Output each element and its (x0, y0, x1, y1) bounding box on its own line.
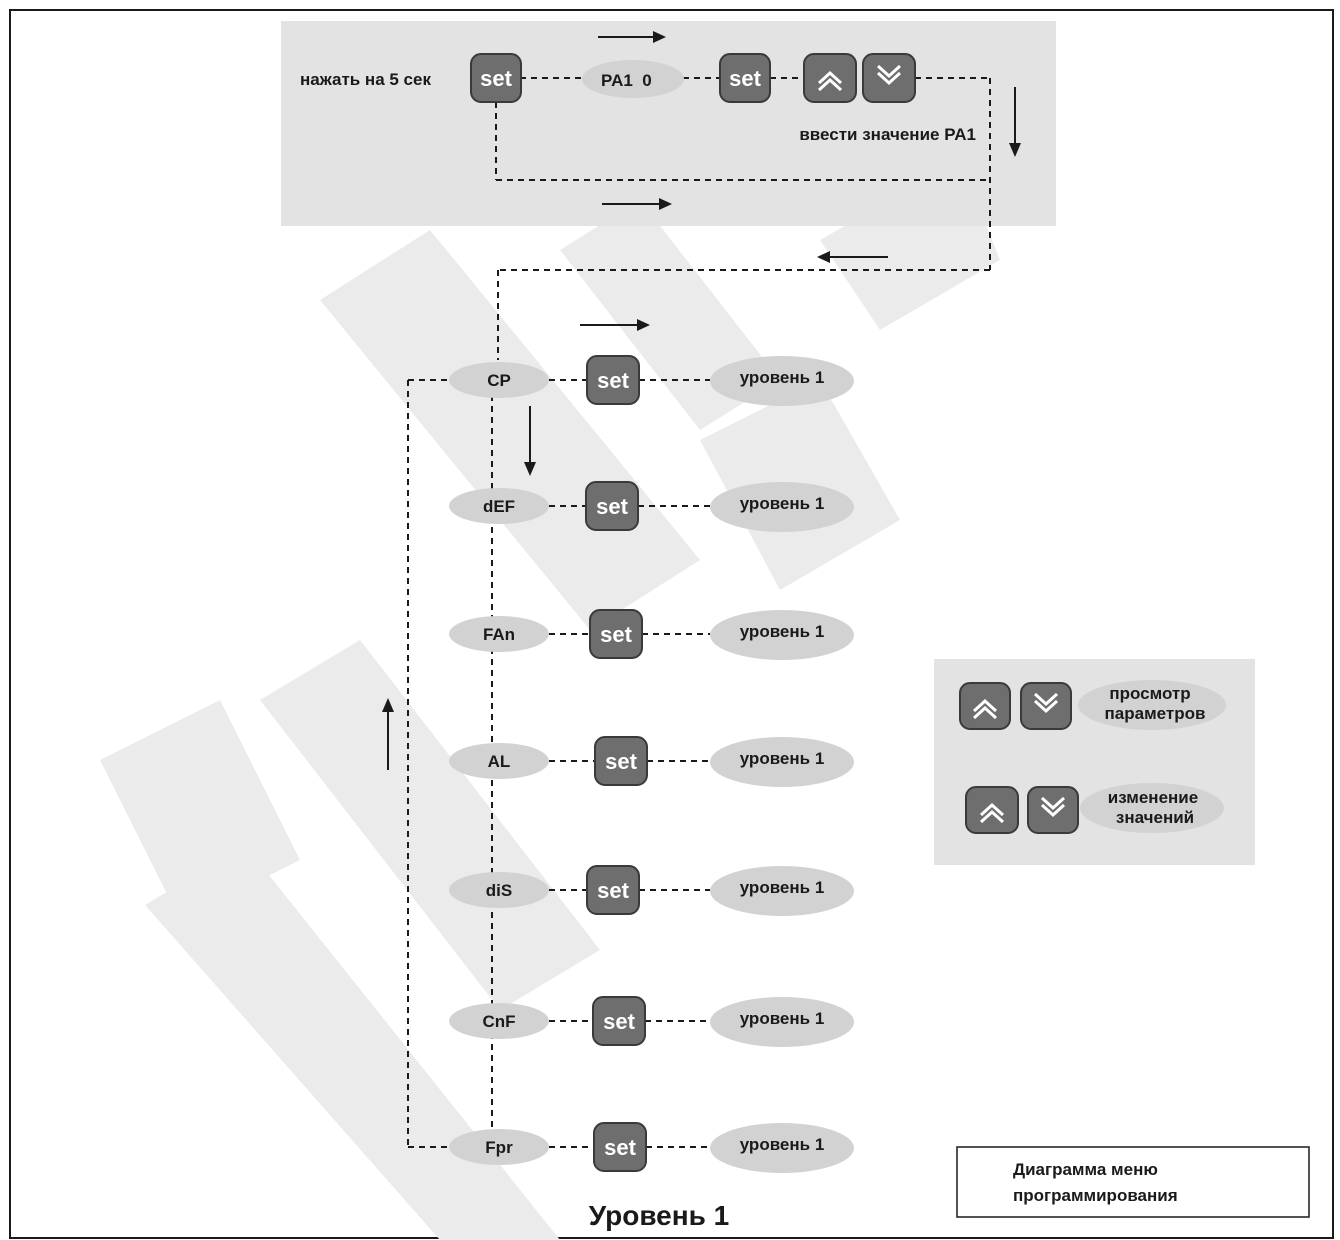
top-panel (281, 21, 1056, 226)
set-button-label: set (596, 494, 628, 519)
level-label: уровень 1 (740, 1135, 825, 1154)
pa1-display: PA1 0 (582, 60, 684, 98)
menu-code-node[interactable]: Fpr (449, 1129, 549, 1165)
level-label: уровень 1 (740, 749, 825, 768)
level-node[interactable]: уровень 1 (710, 1123, 854, 1173)
menu-code-label: diS (486, 881, 512, 900)
set-button[interactable]: set (586, 865, 640, 915)
level-label: уровень 1 (740, 622, 825, 641)
legend-change-line1: изменение (1108, 788, 1198, 807)
menu-code-label: CP (487, 371, 511, 390)
level-label: уровень 1 (740, 494, 825, 513)
legend-change-line2: значений (1116, 808, 1194, 827)
set-button-label: set (603, 1009, 635, 1034)
set-button[interactable]: set (593, 1122, 647, 1172)
flow-arrows (382, 31, 1021, 770)
menu-row-cnf: CnF set уровень 1 (449, 996, 854, 1047)
menu-code-node[interactable]: CP (449, 362, 549, 398)
page-title: Уровень 1 (589, 1200, 729, 1231)
set-button-confirm[interactable]: set (719, 53, 771, 103)
set-button[interactable]: set (589, 609, 643, 659)
set-button[interactable]: set (586, 355, 640, 405)
level-label: уровень 1 (740, 878, 825, 897)
menu-row-fpr: Fpr set уровень 1 (449, 1122, 854, 1173)
menu-code-node[interactable]: FAn (449, 616, 549, 652)
menu-code-label: AL (488, 752, 511, 771)
up-button[interactable] (803, 53, 857, 103)
pa1-label: PA1 0 (601, 71, 652, 90)
set-button-label: set (600, 622, 632, 647)
level-node[interactable]: уровень 1 (710, 610, 854, 660)
legend-view: просмотр параметров (959, 680, 1226, 730)
legend-view-line1: просмотр (1109, 684, 1190, 703)
menu-code-label: CnF (482, 1012, 515, 1031)
caption-line1: Диаграмма меню (1013, 1160, 1158, 1179)
legend-up-button-2 (965, 786, 1019, 834)
caption-line2: программирования (1013, 1186, 1178, 1205)
menu-row-def: dEF set уровень 1 (449, 481, 854, 532)
set-button-label: set (480, 66, 512, 91)
level-label: уровень 1 (740, 368, 825, 387)
caption-box (956, 1146, 1310, 1218)
menu-row-dis: diS set уровень 1 (449, 865, 854, 916)
set-button-label: set (605, 749, 637, 774)
menu-code-label: dEF (483, 497, 515, 516)
menu-rows: CP set уровень 1 dEF set уровень 1 FAn set урове… (449, 355, 854, 1173)
set-button[interactable]: set (585, 481, 639, 531)
set-button-label: set (597, 878, 629, 903)
legend-down-button-2 (1027, 786, 1079, 834)
menu-row-fan: FAn set уровень 1 (449, 609, 854, 660)
set-button[interactable]: set (594, 736, 648, 786)
top-connectors (495, 77, 991, 360)
level-label: уровень 1 (740, 1009, 825, 1028)
legend-change: изменение значений (965, 783, 1224, 834)
level-node[interactable]: уровень 1 (710, 737, 854, 787)
menu-code-node[interactable]: CnF (449, 1003, 549, 1039)
menu-code-node[interactable]: AL (449, 743, 549, 779)
legend-down-button (1020, 682, 1072, 730)
enter-value-label: ввести значение PA1 (799, 125, 976, 144)
level-node[interactable]: уровень 1 (710, 356, 854, 406)
menu-code-label: FAn (483, 625, 515, 644)
menu-code-node[interactable]: diS (449, 872, 549, 908)
level-node[interactable]: уровень 1 (710, 866, 854, 916)
set-button-label: set (604, 1135, 636, 1160)
set-button[interactable]: set (592, 996, 646, 1046)
menu-code-label: Fpr (485, 1138, 513, 1157)
level-node[interactable]: уровень 1 (710, 997, 854, 1047)
set-button-enter[interactable]: set (470, 53, 522, 103)
legend-view-line2: параметров (1105, 704, 1206, 723)
down-button[interactable] (862, 53, 916, 103)
menu-row-cp: CP set уровень 1 (449, 355, 854, 406)
set-button-label: set (729, 66, 761, 91)
legend-up-button (959, 682, 1011, 730)
set-button-label: set (597, 368, 629, 393)
level-node[interactable]: уровень 1 (710, 482, 854, 532)
menu-code-node[interactable]: dEF (449, 488, 549, 524)
hold-label: нажать на 5 сек (300, 70, 431, 89)
menu-row-al: AL set уровень 1 (449, 736, 854, 787)
